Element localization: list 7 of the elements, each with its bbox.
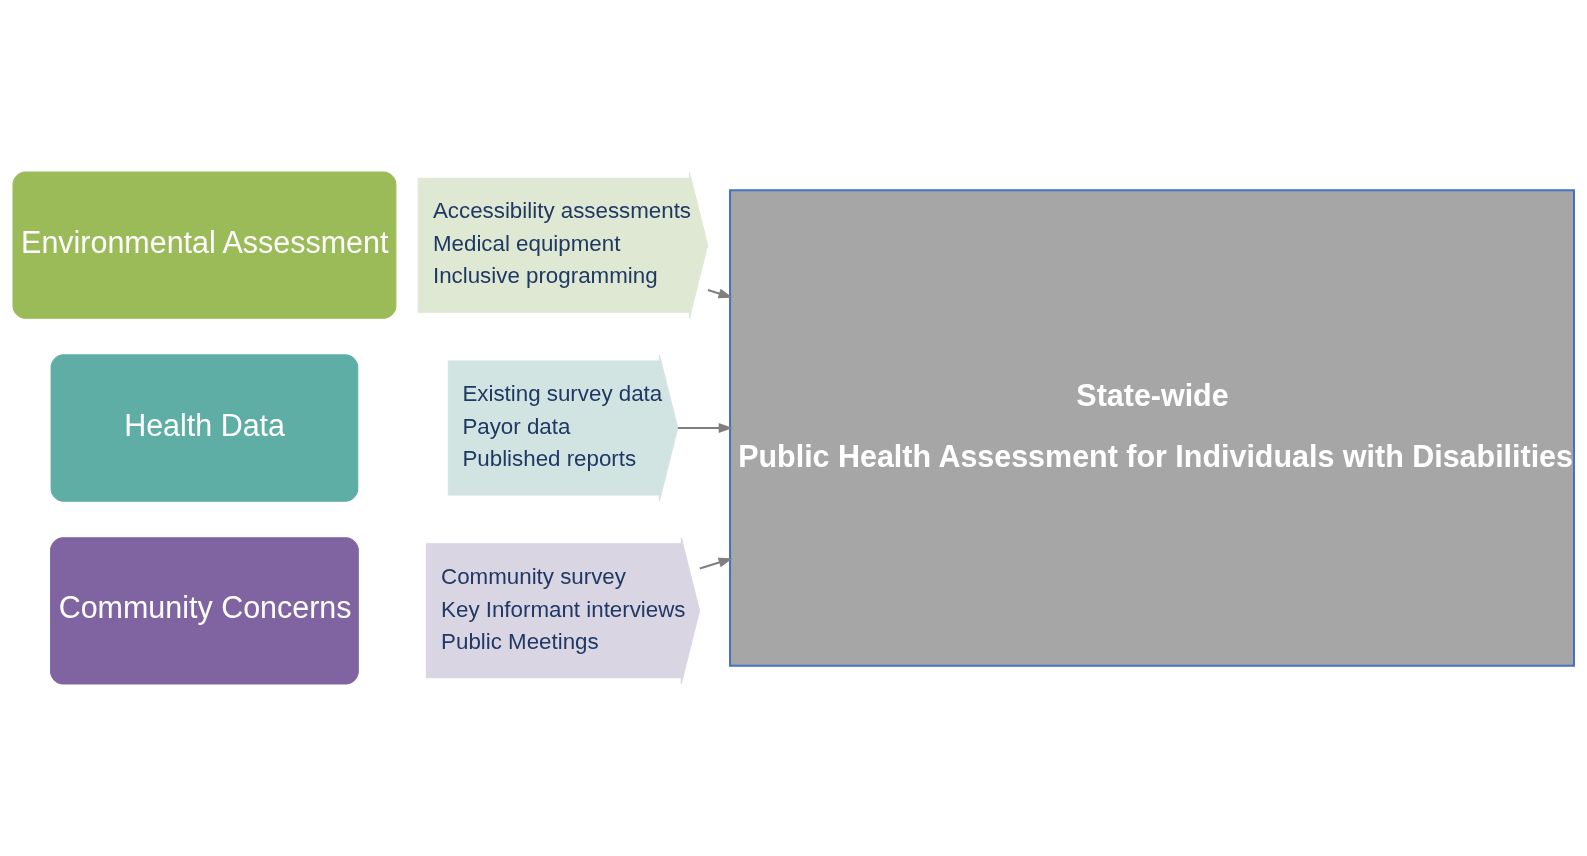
node-box: Health Data xyxy=(50,354,359,502)
node-box: State-wide Public Health Assessment for Individuals with Disabilities xyxy=(729,189,1576,667)
node-box: Environmental Assessment xyxy=(12,171,397,319)
arrow xyxy=(699,557,733,570)
node-box: Community Concerns xyxy=(50,537,359,685)
arrow xyxy=(677,423,733,433)
arrow xyxy=(707,288,733,299)
